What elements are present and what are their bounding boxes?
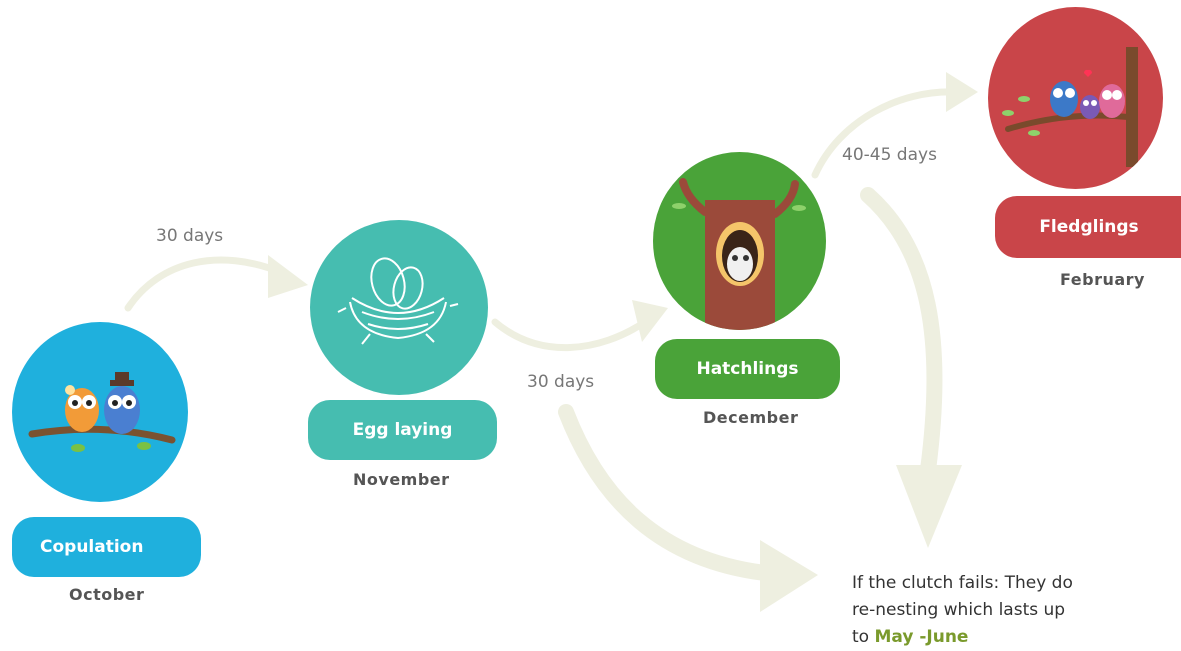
duration-label: 30 days [156, 226, 224, 246]
arrow-copulation-to-egg [124, 256, 284, 312]
fledglings-label: Fledglings [995, 196, 1181, 258]
nest-egg-icon [337, 257, 459, 345]
arrow-egg-to-hatchlings [491, 318, 649, 351]
hatchlings-month: December [703, 408, 799, 427]
arrowhead-egg [268, 255, 308, 298]
hatchlings-circle [653, 152, 826, 330]
renesting-note: If the clutch fails: They do re-nesting … [852, 570, 1082, 651]
owl-couple-icon [28, 372, 176, 452]
duration-label: 30 days [527, 372, 595, 392]
arrow-egg-to-renesting [558, 404, 773, 581]
fledglings-circle [988, 7, 1163, 189]
egg-laying-month: November [353, 470, 450, 489]
fledglings-month: February [1060, 270, 1145, 289]
arrowhead-hatchlings [632, 300, 668, 342]
arrowhead-renesting-left [760, 540, 818, 612]
arrowhead-renesting-right [896, 465, 962, 548]
owl-family-icon [1002, 47, 1138, 167]
renesting-note-highlight: May -June [874, 627, 969, 647]
renesting-note-text: If the clutch fails: They do re-nesting … [852, 573, 1073, 647]
hatchlings-label: Hatchlings [655, 339, 840, 399]
arrow-hatchlings-to-fledglings [811, 88, 959, 179]
copulation-month: October [69, 585, 145, 604]
duration-label: 40-45 days [842, 145, 937, 165]
arrowhead-fledglings [946, 72, 978, 112]
copulation-label: Copulation [12, 517, 201, 577]
tree-owlet-icon [672, 178, 806, 330]
egg-laying-circle [310, 220, 488, 395]
arrow-hatchlings-to-renesting [860, 187, 943, 478]
egg-laying-label: Egg laying [308, 400, 497, 460]
copulation-circle [12, 322, 188, 502]
